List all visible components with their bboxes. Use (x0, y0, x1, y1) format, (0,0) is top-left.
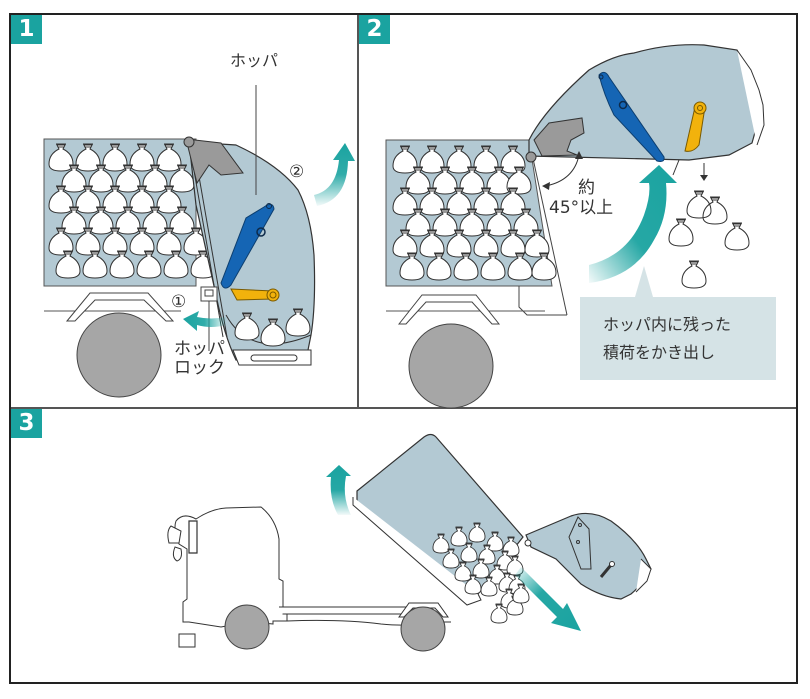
callout-line-1: ホッパ内に残った (603, 315, 732, 334)
angle-label-line1: 約 (578, 178, 595, 198)
hinge-bracket (185, 138, 244, 185)
slide-arm (684, 106, 706, 152)
step-3-badge: 3 (11, 409, 42, 438)
wheel-fender (65, 292, 175, 322)
panel-divider-vertical (357, 15, 359, 409)
curved-arrow-up-icon (589, 165, 677, 283)
figure-frame (9, 13, 798, 684)
panel-divider-horizontal (11, 407, 796, 409)
step-3-illustration (167, 433, 652, 652)
hopper-label: ホッパ (230, 51, 279, 70)
wheel-fender (397, 294, 501, 325)
wheel-icon (408, 323, 494, 409)
rotate-arrow-up-icon (314, 143, 355, 206)
wheel-icon (76, 312, 162, 398)
step-2-illustration (385, 44, 765, 409)
angle-label-line2: 45°以上 (549, 198, 614, 218)
hopper-lock-label-line2: ロック (174, 358, 225, 378)
step-1-badge: 1 (11, 15, 42, 44)
wheel-icon (400, 606, 446, 652)
rotate-arrow-up-icon (326, 465, 351, 515)
callout-tail (635, 266, 653, 297)
angle-arrow-icon (545, 154, 580, 187)
packer-plate (598, 71, 665, 162)
hopper-icon (524, 512, 652, 600)
callout-box: ホッパ内に残った 積荷をかき出し (580, 297, 776, 380)
step-2-badge: 2 (359, 15, 390, 44)
packer-plate (220, 203, 275, 289)
truck-icon (167, 506, 451, 652)
step-3-panel: 3 (11, 409, 796, 682)
diagonal-arrow-icon (515, 567, 581, 631)
step-1-illustration (43, 85, 355, 398)
step-2-panel: 2 (359, 15, 796, 409)
step-1-panel: 1 (11, 15, 358, 408)
rotate-arrow-left-icon (183, 311, 226, 331)
step-marker-2: ② (289, 162, 305, 182)
callout-line-2: 積荷をかき出し (603, 343, 716, 362)
hinge-bracket (533, 117, 585, 157)
step-marker-1: ① (171, 292, 187, 312)
wheel-icon (224, 604, 270, 650)
hopper-lock-label-line1: ホッパ (174, 339, 225, 359)
